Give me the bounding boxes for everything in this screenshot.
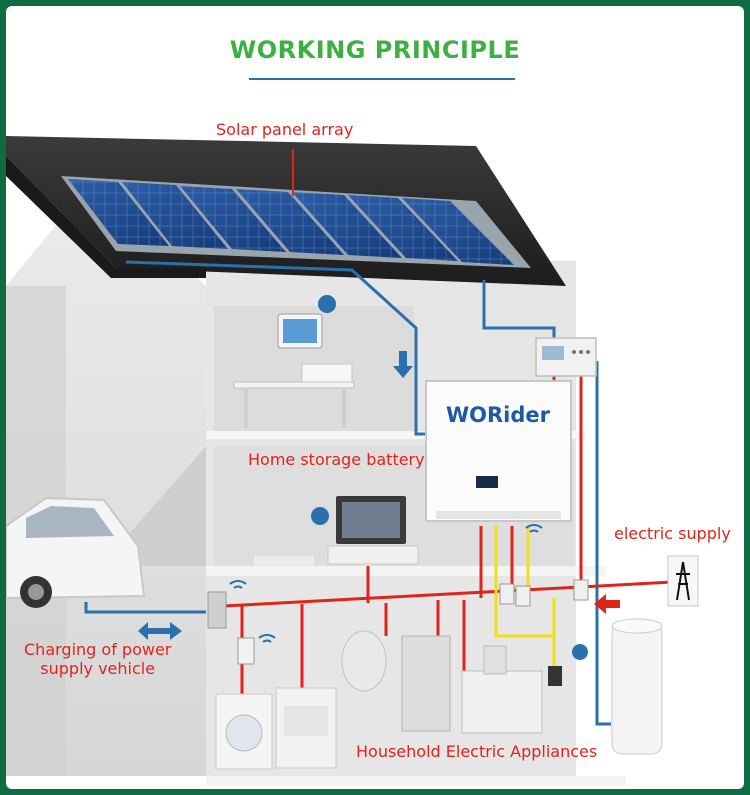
first-floor-furniture	[254, 496, 419, 566]
label-home-storage-battery: Home storage battery	[248, 450, 425, 469]
frame: WORKING PRINCIPLE Solar panel array Home…	[6, 6, 744, 789]
appliances	[215, 630, 543, 770]
globe-icon	[311, 295, 588, 660]
electric-vehicle	[6, 496, 146, 608]
page-title: WORKING PRINCIPLE	[229, 36, 521, 64]
label-ev-charging: Charging of power supply vehicle	[24, 640, 171, 678]
label-ev-line2: supply vehicle	[40, 659, 156, 678]
grid-connection	[667, 555, 699, 607]
ev-double-arrow	[138, 622, 182, 640]
label-solar-panel-array: Solar panel array	[216, 120, 354, 139]
title-underline	[249, 78, 515, 80]
second-floor-furniture	[233, 313, 355, 428]
down-arrow	[393, 351, 413, 378]
label-household-appliances: Household Electric Appliances	[356, 742, 598, 761]
dc-wiring	[84, 260, 611, 726]
solar-panel-array	[61, 176, 531, 268]
water-heater	[611, 618, 663, 755]
battery-brand-logo: WORider	[446, 403, 551, 427]
label-ev-line1: Charging of power	[24, 640, 172, 659]
inverter-box	[535, 337, 597, 377]
label-electric-supply: electric supply	[614, 524, 731, 543]
supply-arrow	[594, 594, 620, 614]
battery-unit	[425, 380, 572, 522]
house-scene	[6, 136, 699, 786]
switch-boxes	[207, 579, 589, 686]
wifi-icon	[229, 524, 543, 643]
